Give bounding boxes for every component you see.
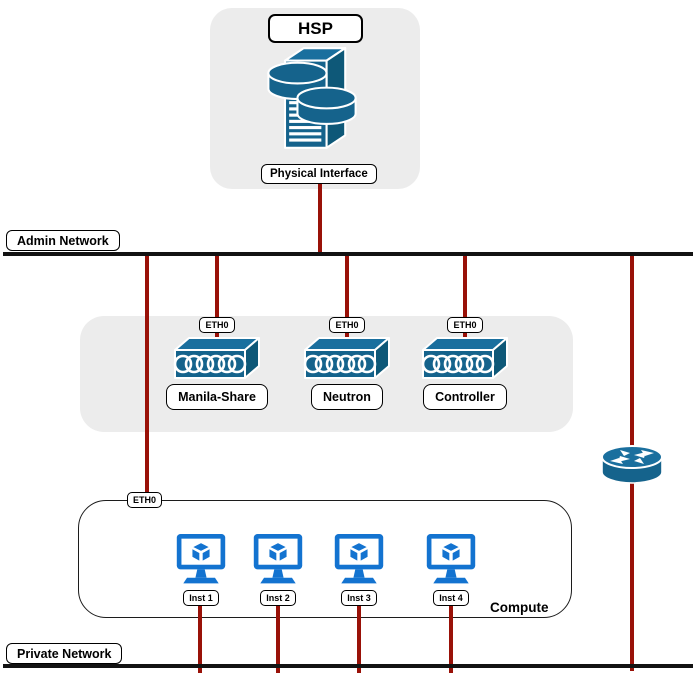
link-inst2-private bbox=[276, 602, 280, 673]
link-admin-compute bbox=[145, 256, 149, 498]
physical-interface-box: Physical Interface bbox=[261, 164, 377, 184]
eth0-chip: ETH0 bbox=[199, 317, 235, 333]
service-name-box: Manila-Share bbox=[166, 384, 268, 410]
instance-label-box: Inst 1 bbox=[183, 590, 219, 606]
instance-label-box: Inst 4 bbox=[433, 590, 469, 606]
eth0-chip: ETH0 bbox=[329, 317, 365, 333]
compute-label: Compute bbox=[490, 600, 549, 615]
link-inst1-private bbox=[198, 602, 202, 673]
service-name-box: Controller bbox=[423, 384, 507, 410]
admin-network-bus bbox=[3, 252, 693, 256]
instance-label-box: Inst 2 bbox=[260, 590, 296, 606]
instance-node-2: Inst 2 bbox=[248, 534, 308, 606]
link-hsp-admin bbox=[318, 183, 322, 256]
instance-node-4: Inst 4 bbox=[421, 534, 481, 606]
instance-node-1: Inst 1 bbox=[171, 534, 231, 606]
link-admin-neutron bbox=[345, 256, 349, 344]
compute-panel bbox=[78, 500, 572, 618]
link-admin-controller bbox=[463, 256, 467, 344]
instance-monitor-icon bbox=[253, 534, 303, 584]
switch-icon bbox=[303, 337, 390, 379]
link-inst3-private bbox=[357, 602, 361, 673]
physical-interface-label: Physical Interface bbox=[270, 168, 368, 180]
instance-monitor-icon bbox=[176, 534, 226, 584]
hsp-title-box: HSP bbox=[268, 14, 363, 43]
private-network-box: Private Network bbox=[6, 643, 123, 664]
router-icon bbox=[601, 445, 663, 484]
instance-monitor-icon bbox=[334, 534, 384, 584]
service-node-controller: ETH0 Controller bbox=[410, 317, 520, 410]
service-name-box: Neutron bbox=[311, 384, 383, 410]
eth0-chip: ETH0 bbox=[447, 317, 483, 333]
service-name: Controller bbox=[435, 390, 495, 404]
instance-label-box: Inst 3 bbox=[341, 590, 377, 606]
storage-server-icon bbox=[267, 47, 357, 149]
admin-network-label: Admin Network bbox=[17, 233, 109, 248]
service-node-manila-share: ETH0 Manila-Share bbox=[162, 317, 272, 410]
hsp-title: HSP bbox=[298, 18, 333, 38]
service-name: Neutron bbox=[323, 390, 371, 404]
switch-icon bbox=[173, 337, 260, 379]
link-inst4-private bbox=[449, 602, 453, 673]
private-network-label: Private Network bbox=[17, 646, 112, 661]
service-node-neutron: ETH0 Neutron bbox=[292, 317, 402, 410]
private-network-bus bbox=[3, 664, 693, 668]
admin-network-box: Admin Network bbox=[6, 230, 120, 251]
instance-monitor-icon bbox=[426, 534, 476, 584]
compute-eth0-chip: ETH0 bbox=[127, 492, 163, 508]
link-admin-manila bbox=[215, 256, 219, 344]
service-name: Manila-Share bbox=[178, 390, 256, 404]
switch-icon bbox=[421, 337, 508, 379]
instance-node-3: Inst 3 bbox=[329, 534, 389, 606]
